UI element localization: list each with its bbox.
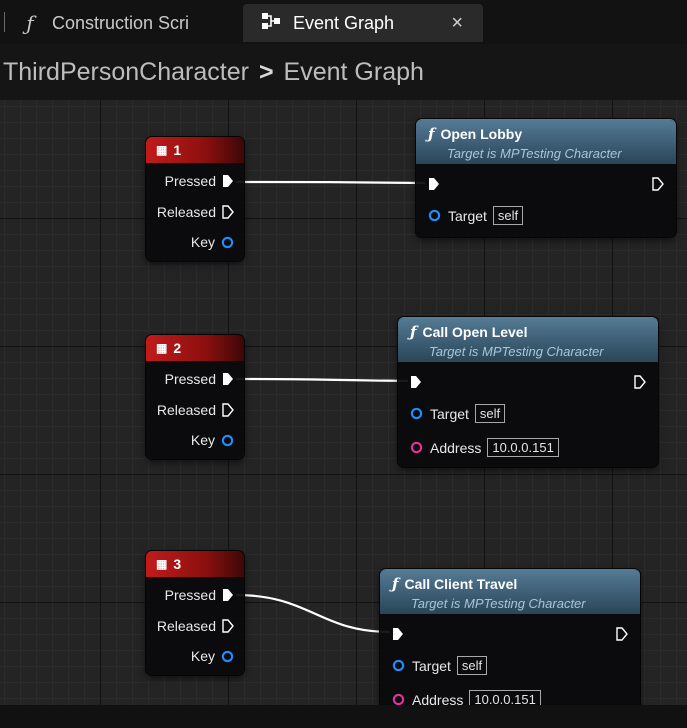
event-graph-icon [259, 11, 283, 35]
key-name: 1 [173, 142, 182, 158]
function-subtitle: Target is MPTesting Character [447, 146, 622, 161]
pin-label: Target [448, 207, 487, 224]
exec-pin-filled-icon[interactable] [222, 174, 234, 188]
keyboard-icon: ▦ [156, 143, 168, 157]
key-event-header: ▦ 1 [146, 137, 244, 163]
address-value[interactable]: 10.0.0.151 [487, 438, 559, 457]
keyboard-icon: ▦ [156, 341, 168, 355]
exec-out-pin-icon[interactable] [634, 375, 646, 389]
object-pin-icon[interactable] [392, 659, 405, 672]
tab-label: Construction Scri [52, 12, 190, 33]
function-title: Call Client Travel [404, 576, 518, 592]
breadcrumb-root[interactable]: ThirdPersonCharacter [3, 57, 249, 86]
pressed-pin[interactable]: Pressed [165, 371, 234, 387]
key-event-node-3[interactable]: ▦ 3 Pressed Released Key [146, 551, 244, 675]
pin-label: Pressed [164, 371, 216, 387]
tab-bar: ƒ Construction Scri Event Graph × [0, 0, 687, 44]
key-pin[interactable]: Key [191, 648, 234, 664]
function-icon: ƒ [428, 125, 435, 143]
pin-label: Key [190, 648, 215, 664]
breadcrumb-current[interactable]: Event Graph [283, 57, 424, 86]
target-pin[interactable]: Target self [410, 404, 506, 423]
pin-label: Key [190, 234, 215, 250]
breadcrumb: ThirdPersonCharacter > Event Graph [0, 44, 687, 100]
function-node-open-lobby[interactable]: ƒ Open Lobby Target is MPTesting Charact… [416, 119, 676, 237]
string-pin-icon[interactable] [410, 441, 423, 454]
address-pin[interactable]: Address 10.0.0.151 [392, 690, 541, 705]
function-subtitle: Target is MPTesting Character [411, 596, 586, 611]
target-value[interactable]: self [474, 404, 506, 423]
object-pin-icon[interactable] [410, 407, 423, 420]
string-pin-icon[interactable] [392, 693, 405, 705]
key-name: 2 [173, 340, 182, 356]
function-icon: ƒ [392, 575, 399, 593]
function-node-header: ƒ Call Open Level Target is MPTesting Ch… [398, 318, 658, 362]
keyboard-icon: ▦ [156, 557, 168, 571]
pressed-pin[interactable]: Pressed [165, 587, 234, 603]
exec-pin-outline-icon[interactable] [222, 205, 234, 219]
key-event-node-1[interactable]: ▦ 1 Pressed Released Key [146, 137, 244, 261]
tab-separator [4, 12, 5, 32]
event-graph-canvas[interactable]: ▦ 1 Pressed Released Key ▦ 2 Pressed Rel… [0, 100, 687, 705]
close-icon[interactable]: × [451, 12, 463, 34]
bottom-bar [0, 705, 687, 728]
address-value[interactable]: 10.0.0.151 [469, 690, 541, 705]
pin-label: Pressed [164, 173, 216, 189]
exec-wire-1 [235, 180, 426, 185]
struct-pin-icon[interactable] [221, 236, 234, 249]
struct-pin-icon[interactable] [221, 650, 234, 663]
key-pin[interactable]: Key [191, 234, 234, 250]
pin-label: Released [156, 402, 216, 418]
key-name: 3 [173, 556, 182, 572]
pin-label: Key [190, 432, 215, 448]
released-pin[interactable]: Released [157, 402, 234, 418]
key-event-header: ▦ 3 [146, 551, 244, 577]
exec-pin-filled-icon[interactable] [222, 372, 234, 386]
chevron-right-icon: > [258, 57, 274, 86]
address-pin[interactable]: Address 10.0.0.151 [410, 438, 559, 457]
object-pin-icon[interactable] [428, 209, 441, 222]
tab-construction-script[interactable]: ƒ Construction Scri [18, 4, 223, 42]
pin-label: Target [412, 657, 451, 674]
exec-out-pin-icon[interactable] [616, 627, 628, 641]
target-value[interactable]: self [456, 656, 488, 675]
exec-in-pin-icon[interactable] [410, 375, 422, 389]
exec-wire-2 [235, 377, 409, 383]
function-node-call-open-level[interactable]: ƒ Call Open Level Target is MPTesting Ch… [398, 317, 658, 467]
function-node-header: ƒ Call Client Travel Target is MPTesting… [380, 570, 640, 614]
tab-label: Event Graph [293, 12, 395, 33]
function-icon: ƒ [410, 323, 417, 341]
function-icon: ƒ [26, 11, 34, 35]
function-node-header: ƒ Open Lobby Target is MPTesting Charact… [416, 120, 676, 164]
key-event-node-2[interactable]: ▦ 2 Pressed Released Key [146, 335, 244, 459]
pin-label: Address [412, 691, 464, 706]
pin-label: Released [156, 204, 216, 220]
exec-in-pin-icon[interactable] [428, 177, 440, 191]
function-title: Call Open Level [422, 324, 528, 340]
exec-pin-outline-icon[interactable] [222, 403, 234, 417]
exec-pin-filled-icon[interactable] [222, 588, 234, 602]
exec-in-pin-icon[interactable] [392, 627, 404, 641]
pin-label: Target [430, 405, 469, 422]
released-pin[interactable]: Released [157, 204, 234, 220]
pin-label: Pressed [164, 587, 216, 603]
exec-wire-3 [235, 593, 391, 634]
key-event-header: ▦ 2 [146, 335, 244, 361]
pin-label: Address [430, 439, 482, 456]
function-node-call-client-travel[interactable]: ƒ Call Client Travel Target is MPTesting… [380, 569, 640, 705]
released-pin[interactable]: Released [157, 618, 234, 634]
key-pin[interactable]: Key [191, 432, 234, 448]
pressed-pin[interactable]: Pressed [165, 173, 234, 189]
function-title: Open Lobby [440, 126, 523, 142]
target-value[interactable]: self [492, 206, 524, 225]
exec-out-pin-icon[interactable] [652, 177, 664, 191]
struct-pin-icon[interactable] [221, 434, 234, 447]
exec-pin-outline-icon[interactable] [222, 619, 234, 633]
pin-label: Released [156, 618, 216, 634]
function-subtitle: Target is MPTesting Character [429, 344, 604, 359]
target-pin[interactable]: Target self [428, 206, 524, 225]
tab-event-graph[interactable]: Event Graph × [243, 4, 483, 42]
target-pin[interactable]: Target self [392, 656, 488, 675]
